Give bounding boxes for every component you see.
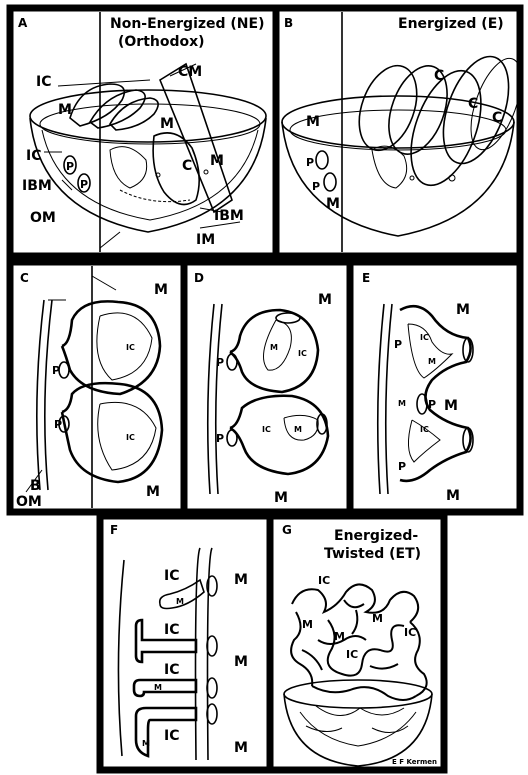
panel-d-label-m: M [318, 292, 332, 308]
panel-d-label-ic2: IC [262, 425, 271, 434]
panel-e-letter: E [362, 271, 370, 285]
panel-d: D M M P P IC IC M M [184, 262, 350, 512]
panel-g-label-m: M [302, 618, 313, 631]
panel-c-label-ic: IC [126, 343, 135, 352]
panel-b-title: Energized (E) [398, 16, 504, 32]
panel-f-label-ic3: IC [164, 662, 179, 678]
panel-a-label-im: IM [196, 232, 215, 248]
panel-f-label-m: M [234, 572, 248, 588]
panel-g-label-ic2: IC [404, 626, 416, 639]
panel-b-label-p: P [306, 156, 314, 169]
panel-e-label-ic: IC [420, 333, 429, 342]
panel-e-label-m: M [456, 302, 470, 318]
panel-d-label-ic: IC [298, 349, 307, 358]
panel-c-letter: C [20, 271, 29, 285]
panel-e-label-p: P [394, 338, 402, 351]
panel-a-label-p2: P [80, 178, 88, 191]
panel-d-label-inner-m: M [270, 343, 278, 352]
panel-a-subtitle: (Orthodox) [118, 34, 205, 50]
panel-g-label-m3: M [334, 630, 345, 643]
panel-g: G Energized- Twisted (ET) IC IC IC M M M… [270, 516, 444, 770]
panel-b-label-m: M [306, 114, 320, 130]
panel-f-label-inner-m3: M [142, 739, 150, 748]
panel-c-label-m: M [154, 282, 168, 298]
panel-a-label-ibm2: IBM [214, 208, 244, 224]
panel-b-label-m2: M [326, 196, 340, 212]
panel-f-label-m2: M [234, 654, 248, 670]
panel-a-label-p: P [66, 160, 74, 173]
panel-d-label-m2: M [274, 490, 288, 506]
panel-b-label-p2: P [312, 180, 320, 193]
panel-g-label-m2: M [372, 612, 383, 625]
panel-e-label-inner-m: M [428, 357, 436, 366]
panel-a-label-om: OM [30, 210, 56, 226]
panel-a-label-ic2: IC [26, 148, 41, 164]
panel-b-letter: B [284, 16, 293, 30]
panel-e-label-p3: P [398, 460, 406, 473]
panel-c: C M M P P IC IC B OM [10, 262, 184, 512]
panel-b-label-c2: C [468, 96, 478, 112]
panel-f-label-ic: IC [164, 568, 179, 584]
panel-a: A Non-Energized (NE) (Orthodox) IC CM M … [10, 8, 276, 256]
panel-a-label-ibm: IBM [22, 178, 52, 194]
panel-f: F IC IC IC IC M M M M M M [100, 516, 270, 770]
panel-g-subtitle: Twisted (ET) [324, 546, 421, 562]
panel-e: E M M M P P P IC IC M M [350, 262, 520, 512]
panel-f-label-inner-m2: M [154, 683, 162, 692]
panel-e-label-ic2: IC [420, 425, 429, 434]
panel-e-label-inner-m2: M [398, 399, 406, 408]
panel-d-label-p: P [216, 356, 224, 369]
panel-b: B Energized (E) M P P M C C C [276, 8, 528, 256]
panel-d-label-inner-m2: M [294, 425, 302, 434]
panel-f-letter: F [110, 523, 118, 537]
panel-c-label-p: P [52, 364, 60, 377]
panel-g-letter: G [282, 523, 292, 537]
panel-a-label-m3: M [160, 116, 174, 132]
panel-a-label-c: C [182, 158, 192, 174]
panel-c-label-b: B [30, 478, 41, 494]
panel-d-label-p2: P [216, 432, 224, 445]
panel-e-label-m2: M [444, 398, 458, 414]
panel-a-label-m: M [58, 102, 72, 118]
panel-b-label-c3: C [492, 110, 502, 126]
panel-g-label-ic: IC [318, 574, 330, 587]
panel-c-label-om: OM [16, 494, 42, 510]
panel-a-label-cm: CM [178, 64, 202, 80]
panel-f-label-m3: M [234, 740, 248, 756]
panel-f-label-ic2: IC [164, 622, 179, 638]
panel-c-label-m2: M [146, 484, 160, 500]
panel-c-label-ic2: IC [126, 433, 135, 442]
panel-a-letter: A [18, 16, 28, 30]
panel-f-label-inner-m: M [176, 597, 184, 606]
panel-a-label-m2: M [210, 153, 224, 169]
panel-f-label-ic4: IC [164, 728, 179, 744]
panel-a-label-ic: IC [36, 74, 51, 90]
panel-g-label-ic3: IC [346, 648, 358, 661]
panel-a-title: Non-Energized (NE) [110, 16, 264, 32]
panel-b-label-c: C [434, 68, 444, 84]
panel-e-label-p2: P [428, 398, 436, 411]
panel-c-label-p2: P [54, 418, 62, 431]
panel-e-label-m3: M [446, 488, 460, 504]
panel-g-title: Energized- [334, 528, 418, 544]
artist-credit: E F Kermen [392, 758, 437, 766]
panel-d-letter: D [194, 271, 204, 285]
